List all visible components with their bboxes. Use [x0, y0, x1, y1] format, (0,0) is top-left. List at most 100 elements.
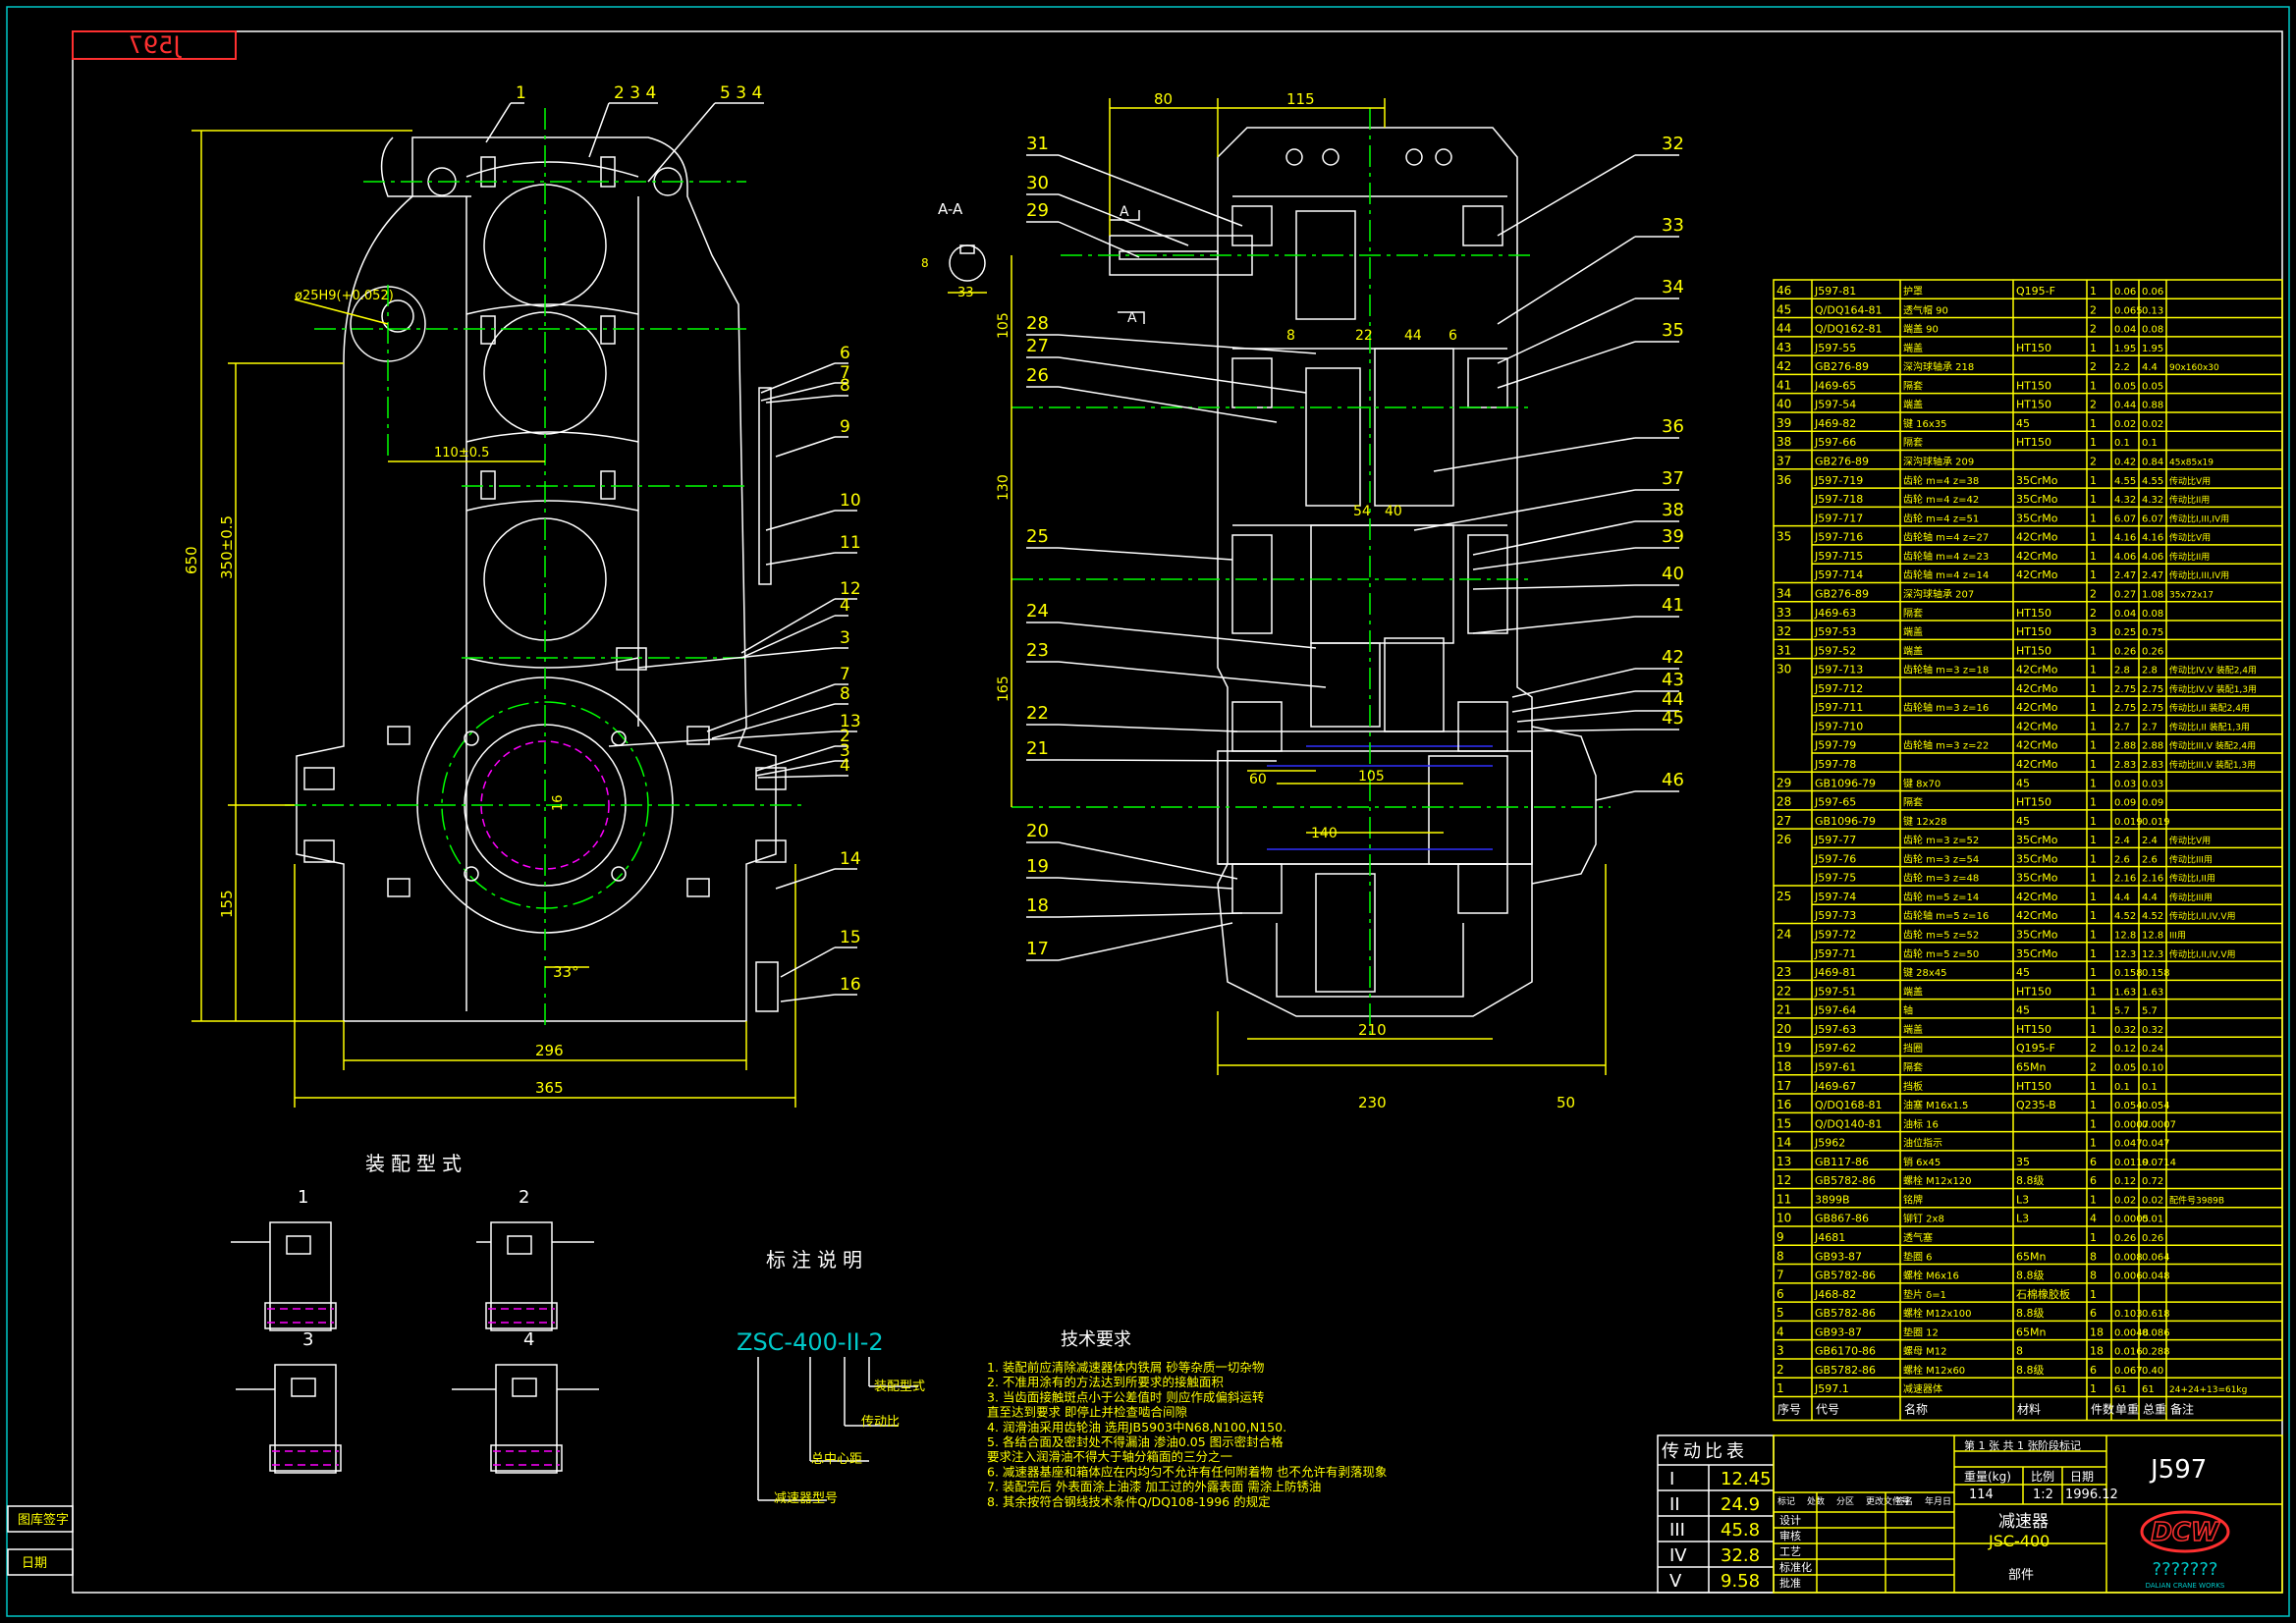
dim-60: 60 [1249, 772, 1267, 787]
bom-cell: 5 [1777, 1306, 1784, 1320]
bolt [600, 156, 616, 188]
part-callout: 23 [1026, 640, 1049, 661]
callout-leader [740, 615, 836, 659]
tb-roles: 标记处数分区更改文件号签名年月日设计审核工艺标准化批准 [1774, 1492, 1954, 1593]
bom-cell: 2.7 [2142, 722, 2158, 732]
bom-cell: Q/DQ168-81 [1815, 1099, 1882, 1111]
housing-top-lug [380, 136, 471, 197]
bom-cell: J469-63 [1814, 607, 1856, 620]
gear [1295, 210, 1356, 320]
bom-cell: 0.048 [2142, 1271, 2170, 1282]
bom-cell: 端盖 [1903, 625, 1923, 638]
bom-header-cell: 件数 [2091, 1402, 2114, 1417]
part-callout: 22 [1026, 703, 1049, 724]
dim-8: 8 [1286, 328, 1295, 344]
bom-cell: 0.019 [2114, 817, 2143, 828]
bom-cell: 0.26 [2114, 646, 2136, 657]
tb-row-label: 签名 [1895, 1495, 1913, 1507]
tb-scale-label: 比例 [2031, 1470, 2054, 1484]
assembly-window [512, 1378, 537, 1397]
bom-cell: 传动比III用 [2169, 853, 2213, 865]
bom-cell: 36 [1777, 473, 1791, 487]
part-callout: 12 [840, 579, 861, 599]
bom-cell: 2.83 [2114, 760, 2136, 771]
part-callout: 20 [1026, 821, 1049, 841]
callout-leader [1058, 912, 1243, 918]
side-center-lines [1011, 108, 1611, 1041]
bom-cell: J597-712 [1814, 682, 1863, 695]
requirements-title: 技术要求 [1061, 1329, 1131, 1350]
left-stamp-boxes: 图库签字 日期 [7, 1505, 74, 1576]
side-dimension-lines [1011, 98, 1607, 1075]
bom-cell: 0.26 [2114, 1233, 2136, 1244]
part-callout: 44 [1662, 689, 1684, 710]
bom-cell: 齿轮 m=4 z=42 [1903, 493, 1979, 506]
part-callout: 29 [1026, 200, 1049, 221]
bom-cell: 2.75 [2114, 703, 2136, 714]
bom-cell: J597-54 [1814, 399, 1856, 411]
bom-cell: J469-67 [1814, 1080, 1856, 1093]
bom-cell: 8.8级 [2016, 1174, 2045, 1187]
bom-cell: 16 [1777, 1098, 1791, 1111]
bom-cell: Q/DQ164-81 [1815, 303, 1882, 316]
section-label: A-A [938, 200, 963, 218]
bom-cell: 2 [2090, 587, 2097, 600]
part-callout: 28 [1026, 313, 1049, 334]
bom-cell: Q235-B [2016, 1099, 2056, 1111]
bom-cell: 1 [2090, 474, 2097, 487]
bom-cell: 0.04 [2114, 325, 2136, 336]
bom-cell: 1 [2090, 815, 2097, 828]
bom-cell: 0.02 [2142, 1195, 2163, 1206]
bom-cell: J597.1 [1814, 1382, 1849, 1395]
bolt-hole [611, 866, 627, 882]
side-section-view: 80 115 105 130 165 210 230 50 60 105 140… [996, 90, 1684, 1111]
bom-cell: GB867-86 [1815, 1213, 1869, 1225]
bom-cell: 35x72x17 [2169, 590, 2214, 600]
bom-cell: 4.16 [2142, 533, 2163, 544]
callout-leader [1058, 193, 1189, 246]
bom-cell: 端盖 [1903, 1023, 1923, 1036]
tb-date-label: 日期 [2070, 1470, 2094, 1484]
dim-50: 50 [1557, 1094, 1575, 1111]
bom-cell: 6.07 [2142, 514, 2163, 524]
bom-cell: 35CrMo [2016, 834, 2058, 846]
bearing [1231, 701, 1283, 752]
bom-cell: HT150 [2016, 985, 2051, 998]
bom-cell: 传动比V用 [2169, 835, 2211, 846]
bom-cell: 0.32 [2114, 1025, 2136, 1036]
bom-cell: 0.1 [2114, 438, 2130, 449]
bom-cell: 42CrMo [2016, 682, 2058, 695]
ratio-value: 32.8 [1721, 1545, 1760, 1566]
bom-header-cell: 备注 [2170, 1402, 2194, 1417]
bom-cell: 1 [2090, 1099, 2097, 1111]
callout-leader [706, 683, 836, 732]
bom-cell: 0.0048 [2114, 1327, 2149, 1338]
leader-bore [294, 298, 389, 325]
callout-leader [1058, 841, 1238, 880]
bom-cell: 1.95 [2142, 344, 2163, 354]
bom-cell: 垫圈 6 [1903, 1250, 1933, 1263]
bom-cell: 8.8级 [2016, 1270, 2045, 1282]
part-callout: 36 [1662, 416, 1684, 437]
bom-cell: 0.24 [2142, 1044, 2163, 1055]
part-callout: 2 3 4 [614, 83, 656, 103]
bom-cell: 0.016 [2114, 1347, 2143, 1358]
bom-cell: 4.55 [2114, 476, 2136, 487]
part-callout: 40 [1662, 564, 1684, 584]
callout-leader [765, 510, 836, 531]
requirement-item: 4. 润滑油采用齿轮油 选用JB5903中N68,N100,N150. [987, 1420, 1286, 1434]
bom-cell: 4.55 [2142, 476, 2163, 487]
callout-leader [1497, 236, 1636, 325]
tb-row-label: 处数 [1807, 1495, 1825, 1507]
bom-cell: 1 [2090, 966, 2097, 979]
bom-cell: 45 [2016, 777, 2030, 789]
bom-cell: 0.02 [2142, 419, 2163, 430]
